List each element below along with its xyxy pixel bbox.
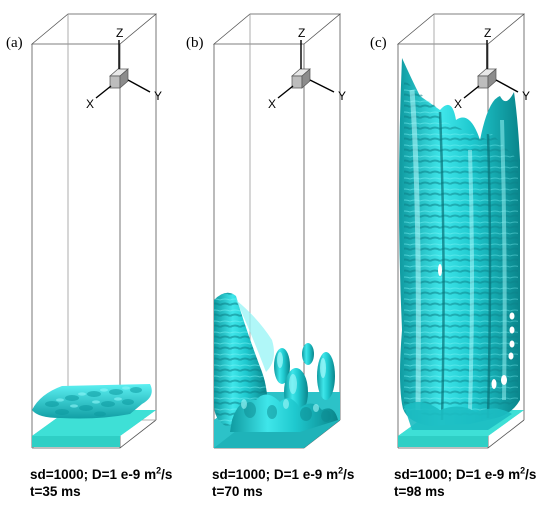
panel-a: (a) [6, 13, 162, 449]
axis-label-z: Z [298, 26, 305, 40]
axis-triad: Z Y X [86, 26, 162, 111]
domain-box [30, 13, 158, 449]
panel-label: (a) [6, 35, 23, 51]
caption-a: sd=1000; D=1 e-9 m2/s t=35 ms [30, 466, 172, 500]
caption-c: sd=1000; D=1 e-9 m2/s t=98 ms [394, 466, 536, 500]
isosurface [214, 292, 338, 432]
axis-label-z: Z [484, 26, 491, 40]
caption-params: sd=1000; D=1 e-9 m2/s [394, 465, 537, 482]
panel-label: (c) [370, 35, 387, 51]
axis-label-x: X [86, 97, 94, 111]
panel-label: (b) [186, 35, 204, 51]
axis-label-x: X [454, 97, 462, 111]
caption-b: sd=1000; D=1 e-9 m2/s t=70 ms [212, 466, 354, 500]
axis-label-y: Y [522, 89, 530, 103]
caption-params: sd=1000; D=1 e-9 m2/s [212, 465, 355, 482]
caption-params: sd=1000; D=1 e-9 m2/s [30, 465, 173, 482]
axis-label-x: X [268, 97, 276, 111]
isosurface [32, 384, 152, 419]
caption-time: t=70 ms [212, 484, 263, 499]
axis-label-y: Y [338, 89, 346, 103]
axis-label-y: Y [154, 89, 162, 103]
caption-time: t=35 ms [30, 484, 81, 499]
axis-triad: Z Y X [454, 26, 530, 111]
caption-time: t=98 ms [394, 484, 445, 499]
isosurface [399, 58, 520, 430]
axis-label-z: Z [116, 26, 123, 40]
panel-b: (b) [186, 13, 346, 449]
axis-triad: Z Y X [268, 26, 346, 111]
panel-c: (c) [370, 13, 530, 449]
